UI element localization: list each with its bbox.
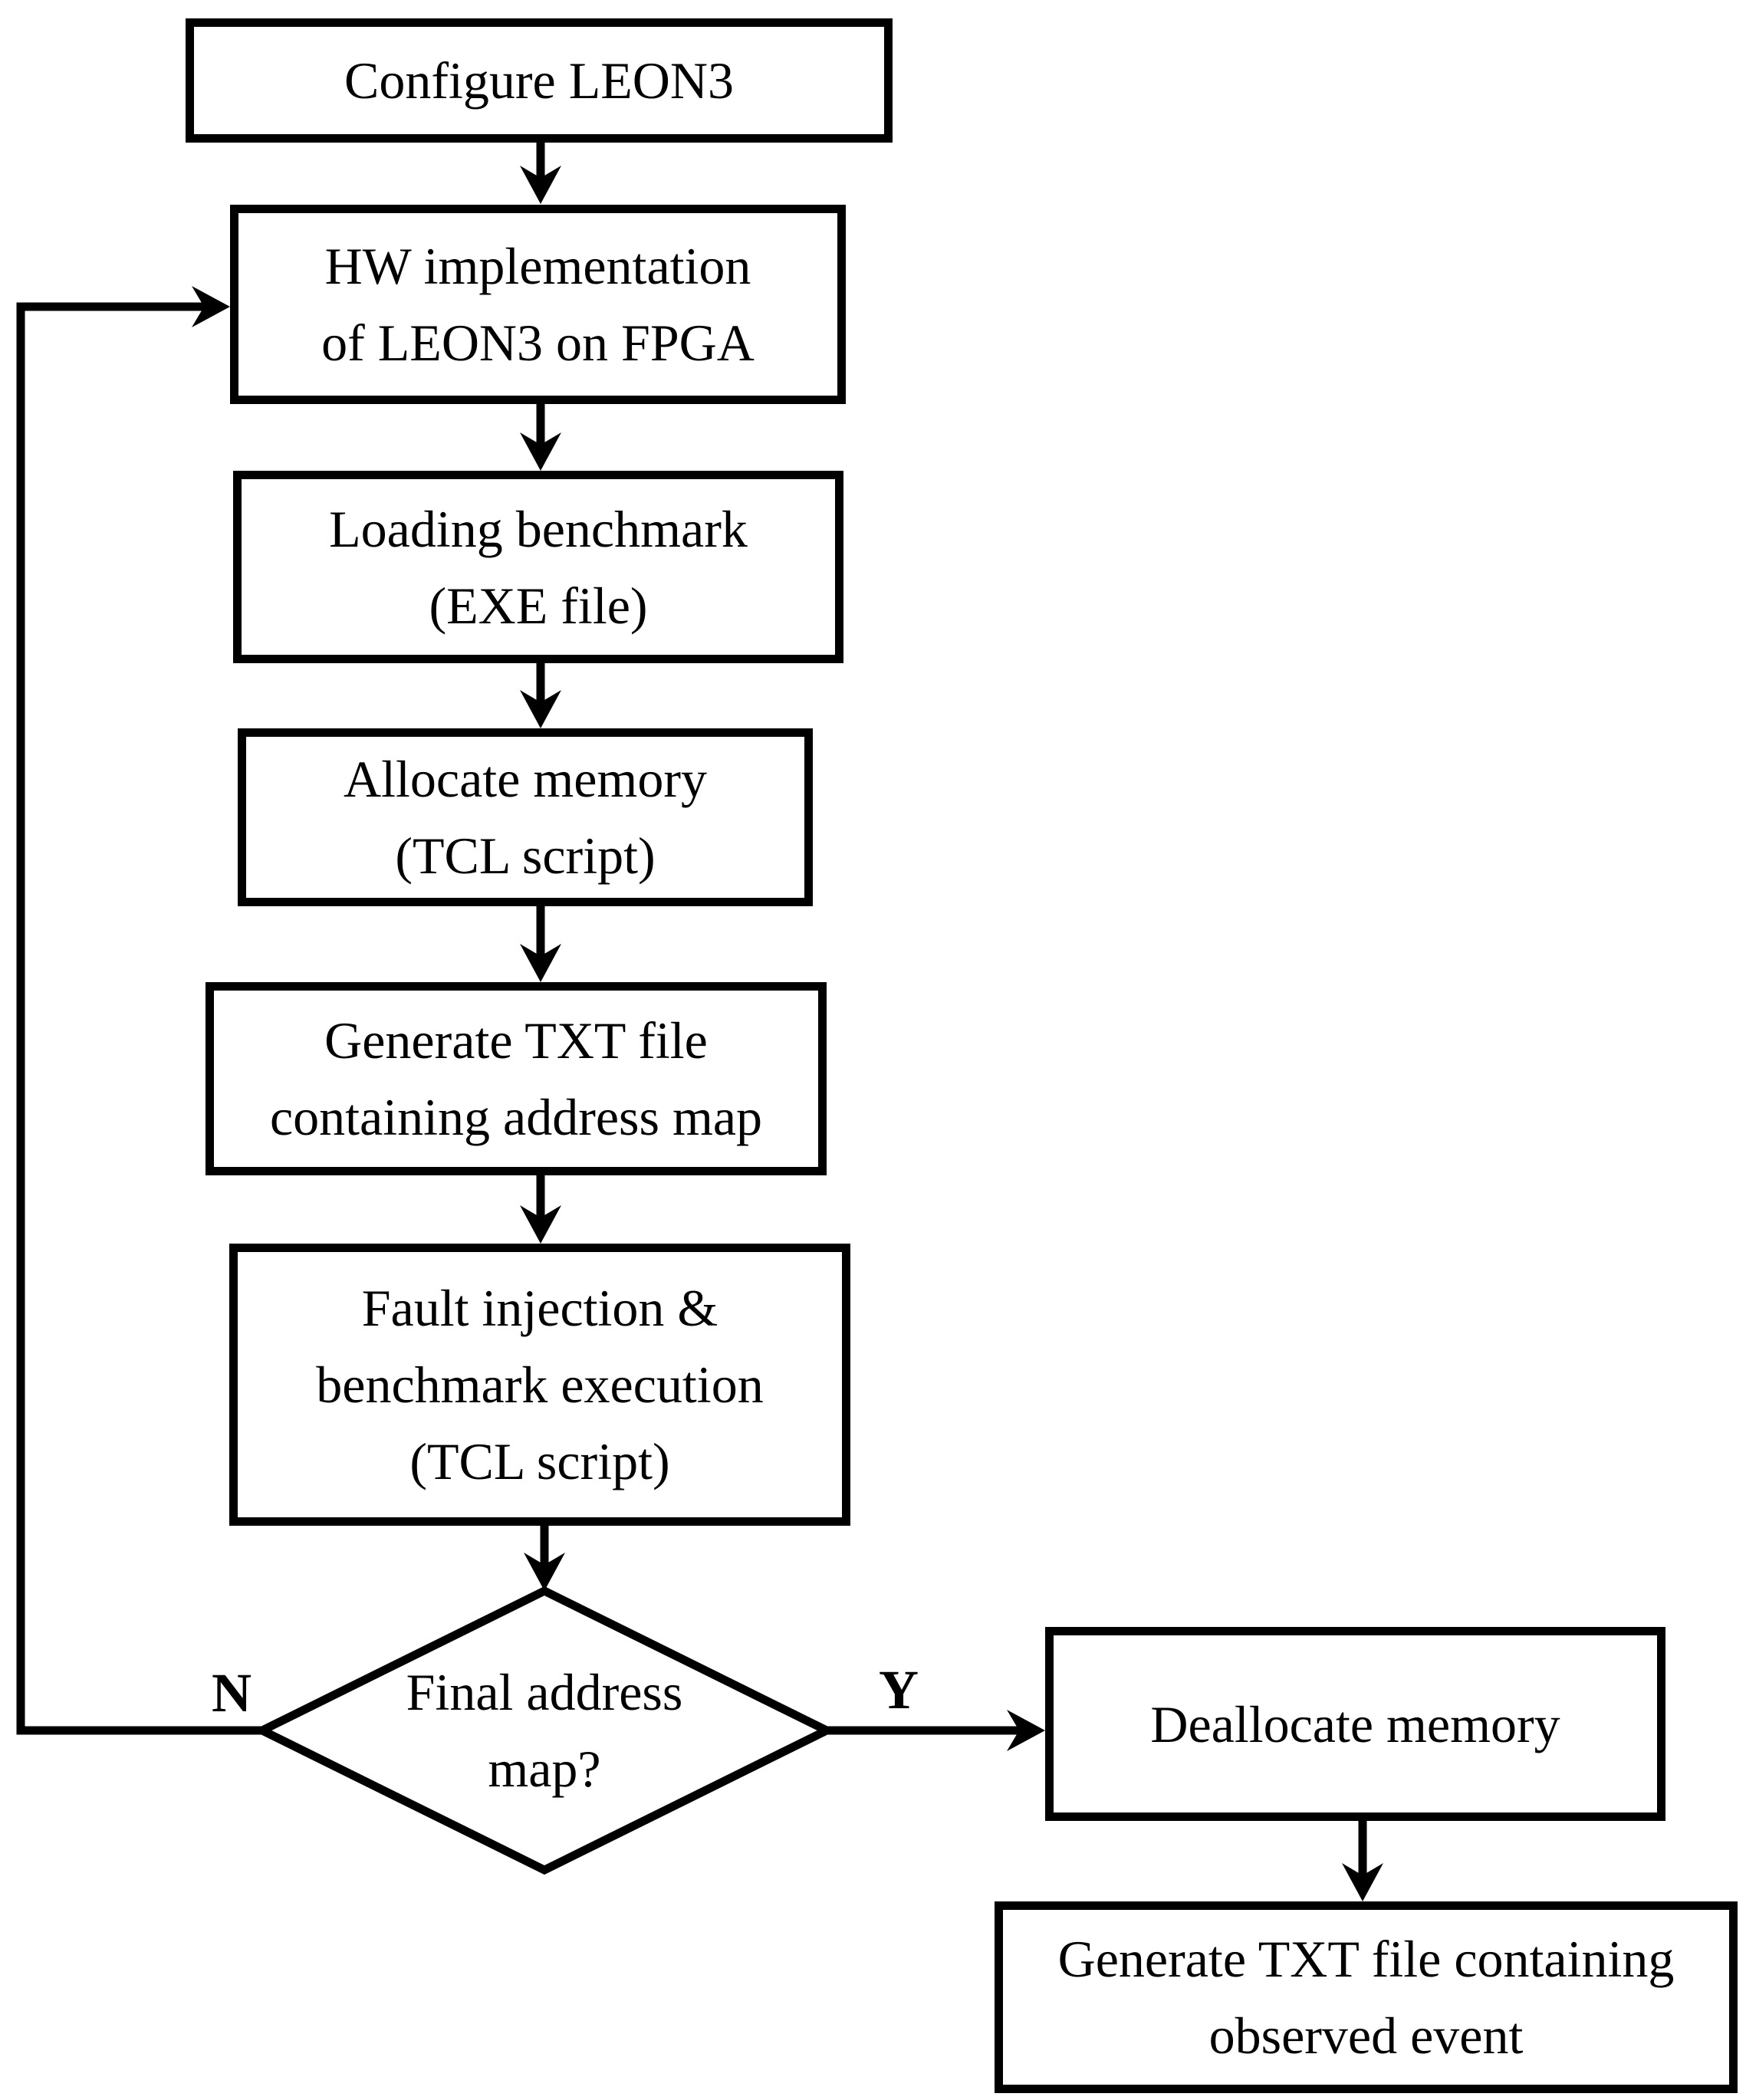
node-fault-injection: Fault injection & benchmark execution (T… [229, 1244, 850, 1526]
arrow-configure-to-hw-head [520, 166, 561, 204]
arrow-hw-to-loading-head [520, 432, 561, 471]
branch-y-arrowhead [1007, 1710, 1045, 1751]
branch-label-yes: Y [879, 1659, 919, 1720]
node-loading-benchmark: Loading benchmark (EXE file) [233, 471, 843, 663]
node-generate-observed-event-line1: Generate TXT file containing [1057, 1930, 1675, 1988]
arrow-loading-to-allocate-head [520, 690, 561, 728]
loop-n-path [16, 302, 262, 1735]
node-hw-implementation-line1: HW implementation [324, 237, 751, 295]
node-loading-benchmark-line1: Loading benchmark [329, 499, 748, 558]
node-fault-injection-line1: Fault injection & [361, 1279, 718, 1337]
node-generate-observed-event: Generate TXT file containing observed ev… [995, 1901, 1738, 2093]
node-decision-line1: Final address [406, 1663, 683, 1721]
node-generate-observed-event-line2: observed event [1208, 2006, 1524, 2065]
arrow-genaddr-to-fault-head [520, 1205, 561, 1244]
node-allocate-memory-line2: (TCL script) [395, 827, 656, 885]
node-fault-injection-line3: (TCL script) [409, 1432, 670, 1490]
node-hw-implementation-line2: of LEON3 on FPGA [321, 314, 755, 372]
arrow-fault-to-decision-head [524, 1553, 565, 1591]
node-generate-address-map-line1: Generate TXT file [324, 1011, 708, 1070]
arrow-allocate-to-genaddr-head [520, 944, 561, 982]
node-configure-leon3-text: Configure LEON3 [344, 51, 734, 110]
node-allocate-memory-line1: Allocate memory [344, 750, 707, 808]
node-allocate-memory: Allocate memory (TCL script) [238, 728, 813, 906]
node-decision-line2: map? [488, 1740, 601, 1798]
arrow-dealloc-to-genevent-head [1342, 1863, 1383, 1901]
node-deallocate-memory-text: Deallocate memory [1150, 1694, 1560, 1753]
node-loading-benchmark-line2: (EXE file) [429, 576, 648, 635]
node-generate-address-map: Generate TXT file containing address map [206, 982, 827, 1175]
node-hw-implementation: HW implementation of LEON3 on FPGA [230, 205, 846, 404]
node-configure-leon3: Configure LEON3 [186, 18, 893, 143]
node-fault-injection-line2: benchmark execution [316, 1356, 764, 1414]
node-deallocate-memory: Deallocate memory [1045, 1627, 1665, 1821]
loop-n-arrowhead [192, 286, 230, 327]
node-decision-final-address-map: Final address map? [262, 1615, 827, 1845]
decision-diamond-shape [252, 1586, 837, 1875]
node-generate-address-map-line2: containing address map [269, 1088, 763, 1146]
branch-label-no: N [212, 1662, 252, 1724]
